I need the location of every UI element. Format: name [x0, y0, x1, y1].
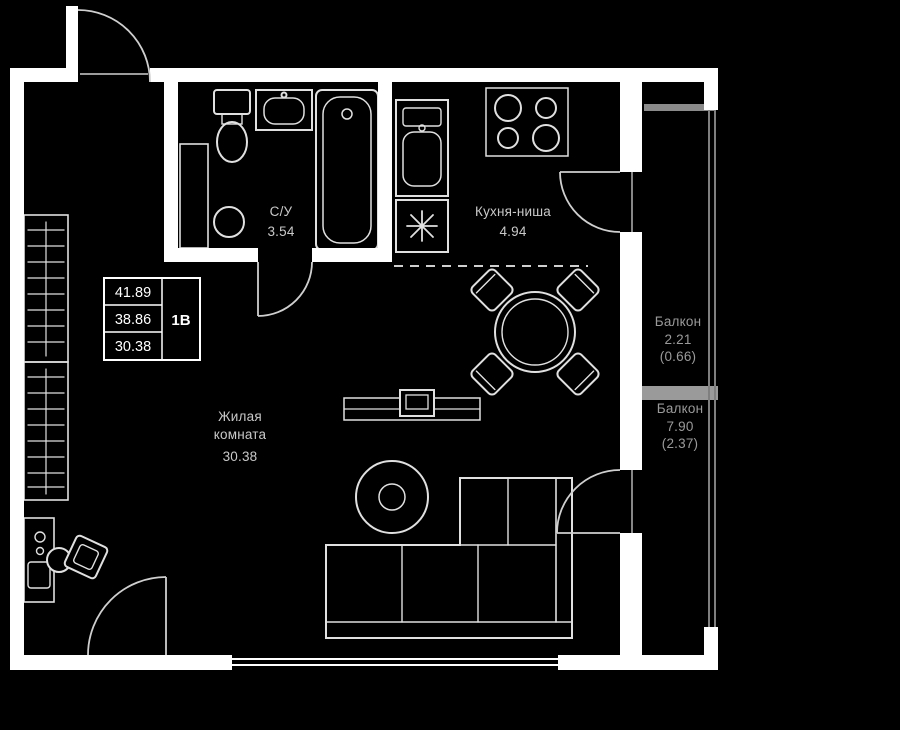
- wall-bathroom-bottom-left: [164, 248, 258, 262]
- wall-bathroom-right: [378, 82, 392, 248]
- kitchen-sink-icon: [395, 99, 449, 197]
- kitchen-area: 4.94: [499, 224, 526, 239]
- balcony-glazing: [708, 84, 716, 653]
- apartment-area-value: 38.86: [115, 312, 151, 328]
- room-labels: С/У 3.54 Кухня-ниша 4.94 Жилая комната 3…: [214, 204, 551, 464]
- washing-machine-icon: [395, 199, 449, 253]
- sofa-icon: [325, 477, 573, 639]
- desk-chair-icon: [63, 534, 109, 580]
- entrance-door-arc: [77, 9, 151, 83]
- dining-chair-icon: [470, 268, 514, 312]
- living-room-area: 30.38: [223, 449, 258, 464]
- doors-layer: [77, 9, 633, 656]
- living-room-window: [232, 655, 558, 670]
- dining-chair-icon: [556, 268, 600, 312]
- wall-corner-top-right: [704, 82, 718, 110]
- balcony-bottom-coefficient: (2.37): [662, 436, 698, 451]
- stove-icon: [485, 87, 569, 157]
- balcony-top-area: 2.21: [664, 332, 691, 347]
- wall-right-middle: [620, 232, 642, 470]
- balcony-bottom-area: 7.90: [666, 419, 693, 434]
- living-area-value: 30.38: [115, 339, 151, 355]
- wall-bathroom-left: [164, 82, 178, 250]
- living-room-label-line1: Жилая: [218, 409, 262, 424]
- wall-left: [10, 68, 24, 670]
- tv-icon: [399, 389, 435, 417]
- balcony-door-bottom-arc: [556, 469, 633, 534]
- ottoman-icon: [355, 460, 429, 534]
- balcony-labels: Балкон 2.21 (0.66) Балкон 7.90 (2.37): [655, 314, 703, 451]
- balcony-top-coefficient: (0.66): [660, 349, 696, 364]
- toilet-icon: [213, 89, 251, 163]
- wall-corner-bottom-right: [704, 627, 718, 655]
- apartment-info-box: 41.89 38.86 30.38 1В: [103, 277, 201, 361]
- wall-right-upper: [620, 82, 642, 172]
- total-area-value: 41.89: [115, 285, 151, 301]
- interior-door-arc: [87, 576, 167, 656]
- living-room-label-line2: комната: [214, 427, 267, 442]
- kitchen-label: Кухня-ниша: [475, 204, 551, 219]
- bathroom-area: 3.54: [267, 224, 294, 239]
- apartment-type: 1В: [171, 312, 190, 329]
- floor-drain-icon: [213, 206, 245, 238]
- dining-chair-icon: [470, 352, 514, 396]
- entrance-door-leaf: [66, 6, 78, 82]
- wall-right-lower: [620, 533, 642, 655]
- bathroom-door-arc: [257, 261, 313, 317]
- balcony-parapet: [644, 104, 716, 111]
- furniture-layer: [23, 87, 600, 639]
- balcony-door-top-arc: [559, 171, 633, 233]
- dining-table-icon: [494, 291, 576, 373]
- wall-top: [150, 68, 718, 82]
- wall-bathroom-bottom-right: [312, 248, 392, 262]
- balcony-structure: [642, 84, 718, 653]
- balcony-divider-wall: [642, 386, 718, 400]
- balcony-top-label: Балкон: [655, 314, 701, 329]
- wall-top-left: [10, 68, 68, 82]
- bathroom-sink-icon: [255, 89, 313, 131]
- dining-chair-icon: [556, 352, 600, 396]
- balcony-bottom-label: Балкон: [657, 401, 703, 416]
- bathroom-label: С/У: [270, 204, 293, 219]
